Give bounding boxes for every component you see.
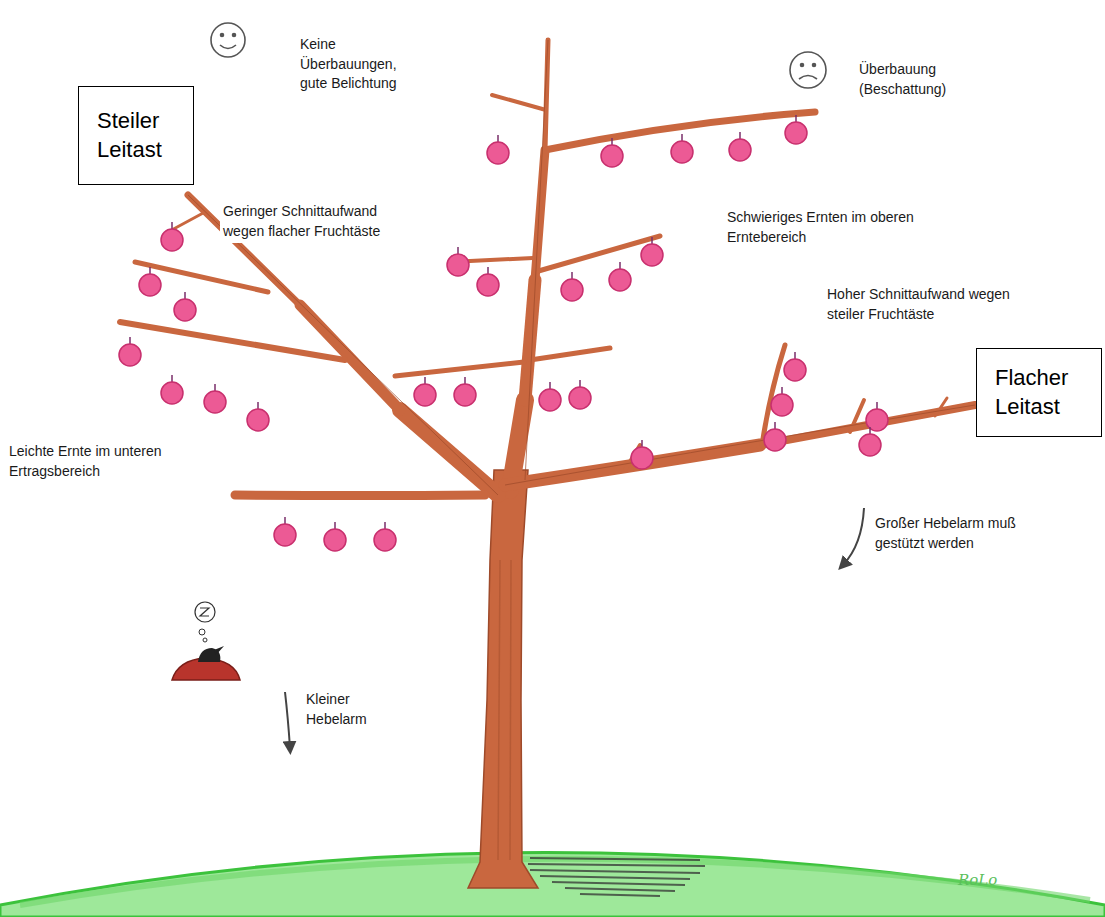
annotation: Kleiner Hebelarm — [303, 688, 381, 731]
lever-arrow — [843, 508, 864, 565]
apple — [561, 272, 583, 301]
signature-text: RoLo — [958, 870, 1018, 891]
annotation-text: Schwieriges Ernten im oberen Erntebereic… — [727, 208, 942, 247]
annotation-text: Leichte Ernte im unteren Ertragsbereich — [9, 442, 169, 481]
apple — [671, 134, 693, 163]
box-title: Steiler Leitast — [97, 107, 177, 164]
annotation-text: Kleiner Hebelarm — [306, 690, 378, 729]
apple — [374, 522, 396, 551]
signature: RoLo — [955, 868, 1021, 893]
box-title: Flacher Leitast — [995, 364, 1077, 421]
annotation-text: Geringer Schnittaufwand wegen flacher Fr… — [223, 202, 381, 241]
trunk-shadow — [528, 858, 705, 896]
apple — [161, 222, 183, 251]
sad-face — [790, 52, 826, 88]
meadow — [0, 853, 1105, 917]
apple — [119, 337, 141, 366]
apple — [641, 237, 663, 266]
apple — [174, 292, 196, 321]
trunk — [468, 470, 538, 888]
apple — [859, 427, 881, 456]
annotation: Schwieriges Ernten im oberen Erntebereic… — [724, 206, 945, 249]
annotation: Großer Hebelarm muß gestützt werden — [872, 512, 1028, 555]
annotation-text: Hoher Schnittaufwand wegen steiler Fruch… — [827, 285, 1032, 324]
happy-face — [211, 23, 245, 57]
annotation: Keine Überbauungen, gute Belichtung — [297, 33, 418, 96]
apple — [866, 402, 888, 431]
annotation: Leichte Ernte im unteren Ertragsbereich — [6, 440, 172, 483]
apple — [487, 135, 509, 164]
apple — [161, 375, 183, 404]
apple — [477, 267, 499, 296]
mole-figure — [172, 602, 240, 680]
meadow-shade — [20, 859, 1090, 905]
apple — [771, 387, 793, 416]
apple — [539, 382, 561, 411]
apple — [764, 422, 786, 451]
apple — [414, 377, 436, 406]
branch-name-box: Flacher Leitast — [976, 348, 1102, 437]
apple — [274, 517, 296, 546]
annotation-text: Überbauung (Beschattung) — [859, 60, 969, 99]
apple — [447, 247, 469, 276]
annotation-text: Großer Hebelarm muß gestützt werden — [875, 514, 1025, 553]
apple — [784, 352, 806, 381]
apple — [204, 384, 226, 413]
apple — [601, 138, 623, 167]
apple — [609, 262, 631, 291]
apple — [785, 115, 807, 144]
apple — [324, 522, 346, 551]
apple — [139, 267, 161, 296]
annotation-text: Keine Überbauungen, gute Belichtung — [300, 35, 415, 94]
annotation: Überbauung (Beschattung) — [856, 58, 972, 101]
annotation: Geringer Schnittaufwand wegen flacher Fr… — [220, 200, 384, 243]
apple — [454, 377, 476, 406]
apple — [631, 440, 653, 469]
apple — [569, 380, 591, 409]
apples — [119, 115, 888, 551]
lever-arrow — [285, 692, 290, 748]
annotation: Hoher Schnittaufwand wegen steiler Fruch… — [824, 283, 1035, 326]
branches — [120, 40, 975, 496]
apple — [247, 402, 269, 431]
branch-name-box: Steiler Leitast — [78, 86, 194, 185]
apple — [729, 132, 751, 161]
